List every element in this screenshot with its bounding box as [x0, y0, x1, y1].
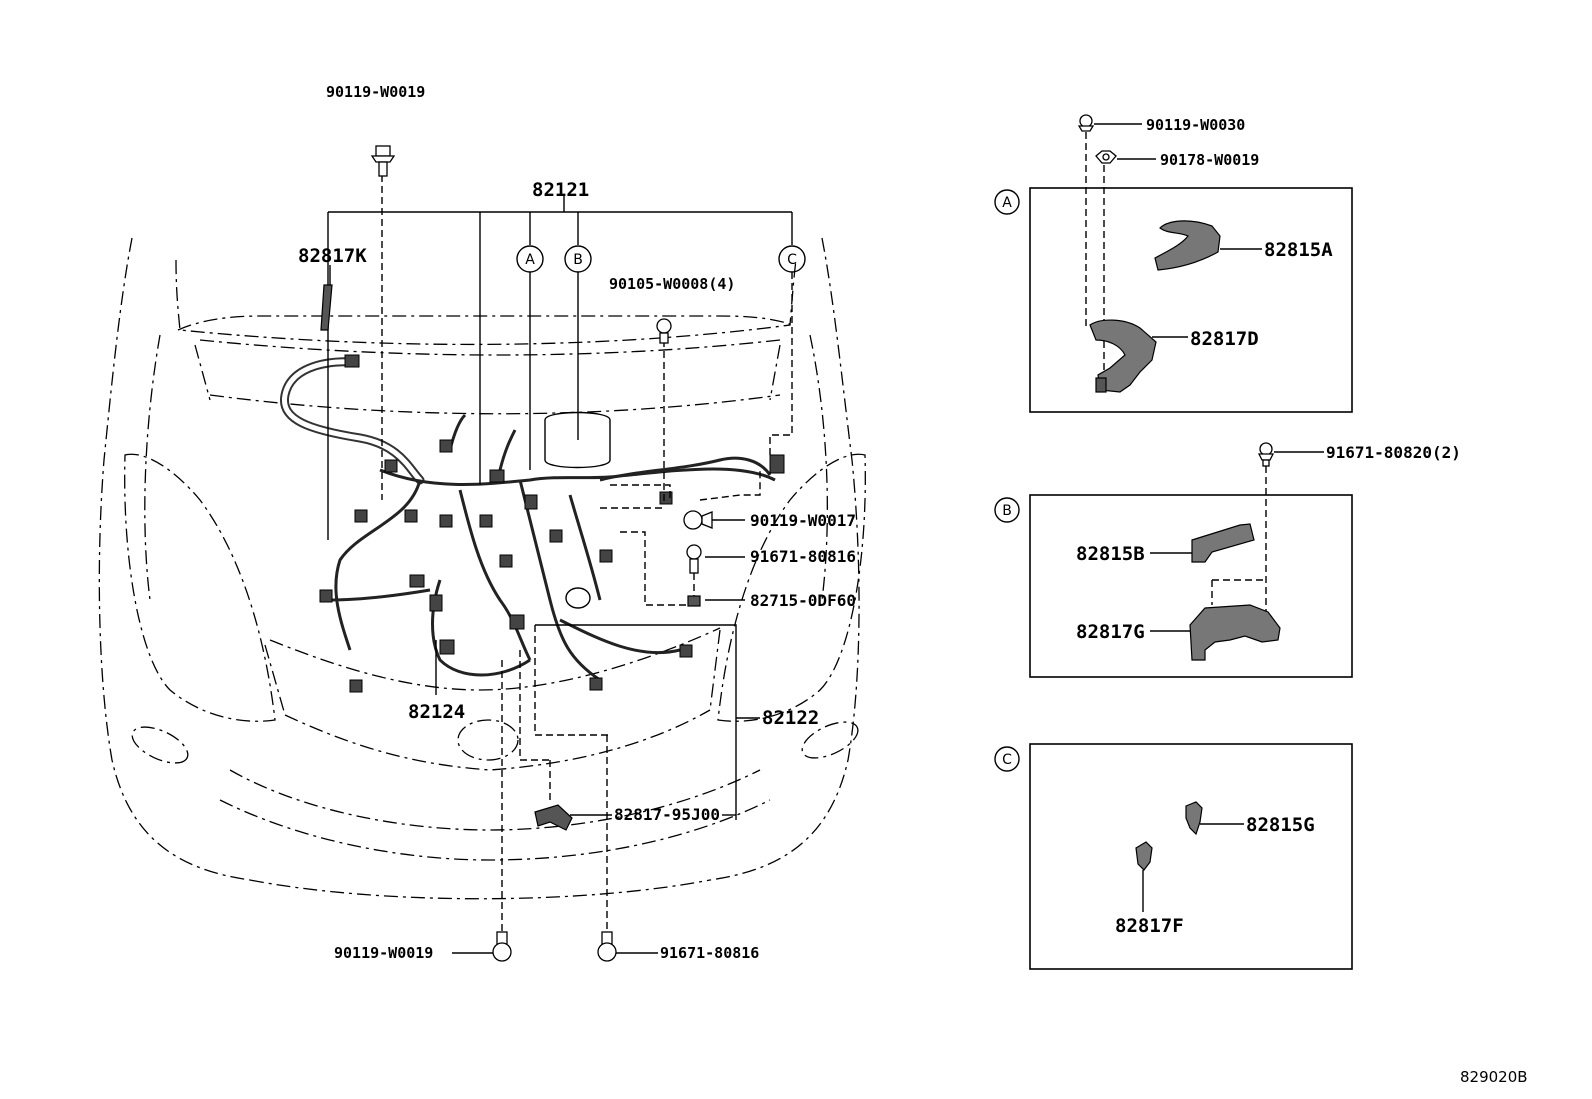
- part-label[interactable]: 82815B: [1076, 543, 1145, 565]
- svg-text:A: A: [1002, 195, 1012, 211]
- diagram-code: 829020B: [1460, 1068, 1528, 1086]
- nut-icon: [1095, 150, 1117, 164]
- part-label[interactable]: 90119-W0019: [326, 83, 425, 101]
- callout-b-detail[interactable]: B: [994, 497, 1020, 523]
- bolt-icon: [656, 318, 672, 344]
- part-label[interactable]: 82817K: [298, 245, 367, 267]
- main-fasteners: [370, 145, 713, 962]
- part-label[interactable]: 90119-W0030: [1146, 116, 1245, 134]
- part-label[interactable]: 82815G: [1246, 814, 1315, 836]
- bracket-icon: [687, 595, 701, 607]
- callout-c[interactable]: C: [778, 245, 806, 273]
- bolt-icon: [370, 145, 396, 177]
- bolt-icon: [1257, 442, 1275, 467]
- part-label[interactable]: 91671-80816: [750, 547, 856, 566]
- svg-text:B: B: [573, 252, 583, 268]
- part-label[interactable]: 82817F: [1115, 915, 1184, 937]
- part-label[interactable]: 82121: [532, 179, 589, 201]
- svg-text:C: C: [1002, 752, 1012, 768]
- bolt-icon: [683, 510, 713, 530]
- svg-text:A: A: [525, 252, 535, 268]
- part-label[interactable]: 90178-W0019: [1160, 151, 1259, 169]
- detail-b: B 91671-80820(2) 82815B 82817G: [994, 442, 1461, 678]
- detail-c: C 82815G 82817F: [994, 743, 1353, 970]
- bolt-icon: [492, 931, 512, 962]
- callout-a-detail[interactable]: A: [994, 189, 1020, 215]
- part-label[interactable]: 82124: [408, 701, 465, 723]
- bolt-icon: [1077, 114, 1095, 132]
- part-label[interactable]: 82817D: [1190, 328, 1259, 350]
- svg-text:B: B: [1002, 503, 1012, 519]
- bolt-icon: [686, 544, 702, 574]
- part-label[interactable]: 82122: [762, 707, 819, 729]
- part-label[interactable]: 91671-80820(2): [1326, 443, 1461, 462]
- part-label[interactable]: 90119-W0017: [750, 511, 856, 530]
- svg-text:C: C: [787, 252, 797, 268]
- bolt-icon: [597, 931, 617, 962]
- part-label[interactable]: 91671-80816: [660, 944, 759, 962]
- detail-a: A 90119-W0030 90178-W0019 82815A 82817D: [994, 114, 1353, 413]
- part-label[interactable]: 82815A: [1264, 239, 1333, 261]
- part-label[interactable]: 82817-95J00: [614, 805, 720, 824]
- main-leader-lines: [320, 175, 793, 954]
- engine-bay-harness: [280, 354, 785, 693]
- part-label[interactable]: 82715-0DF60: [750, 591, 856, 610]
- callout-b[interactable]: B: [564, 245, 592, 273]
- vehicle-front-outline: [98, 237, 866, 900]
- callout-a[interactable]: A: [516, 245, 544, 273]
- callout-c-detail[interactable]: C: [994, 746, 1020, 772]
- part-label[interactable]: 90119-W0019: [334, 944, 433, 962]
- part-label[interactable]: 90105-W0008(4): [609, 275, 735, 293]
- part-label[interactable]: 82817G: [1076, 621, 1145, 643]
